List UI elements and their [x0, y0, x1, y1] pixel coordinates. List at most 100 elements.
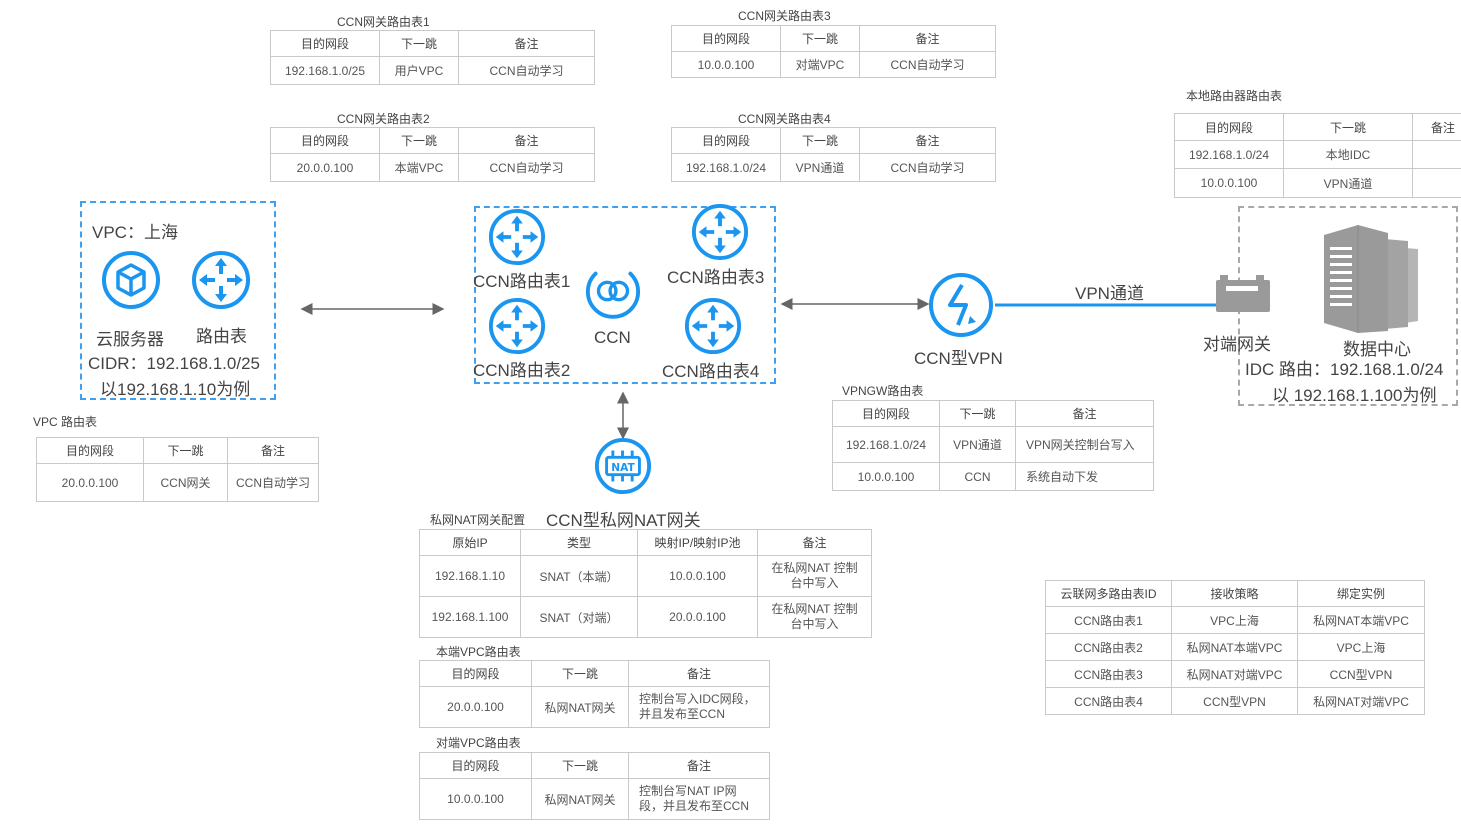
table-cell: 192.168.1.0/25 — [270, 56, 380, 85]
table-cell: 下一跳 — [531, 660, 629, 687]
local-vpc-table-caption: 本端VPC路由表 — [436, 645, 521, 659]
table-cell: 云联网多路由表ID — [1045, 580, 1172, 607]
vpc-table-caption: VPC 路由表 — [33, 415, 98, 429]
ccn-center-label: CCN — [594, 328, 631, 347]
table-cell: 10.0.0.100 — [637, 555, 758, 597]
table-cell: 备注 — [757, 529, 872, 556]
ccn-rt4-label: CCN路由表4 — [662, 362, 760, 381]
table-cell: 20.0.0.100 — [637, 596, 758, 638]
table-cell: 本端VPC — [379, 153, 459, 182]
table-cell: 目的网段 — [270, 127, 380, 154]
table-cell: 20.0.0.100 — [419, 686, 532, 728]
table-cell: 备注 — [1015, 400, 1154, 427]
table-cell: 备注 — [628, 660, 770, 687]
table-cell: VPN通道 — [780, 153, 860, 182]
table-cell: 控制台写入IDC网段， 并且发布至CCN — [628, 686, 770, 728]
server-tower-icon — [1324, 225, 1418, 333]
table-cell: 下一跳 — [379, 127, 459, 154]
table-cell: 对端VPC — [780, 51, 860, 78]
table-cell: 备注 — [859, 25, 996, 52]
table-cell: 下一跳 — [780, 127, 860, 154]
table-cell: 私网NAT对端VPC — [1297, 687, 1425, 715]
table-cell: SNAT（本端） — [520, 555, 638, 597]
table-cell: 本地IDC — [1283, 140, 1413, 169]
table-cell: VPN通道 — [1283, 168, 1413, 198]
ccn-rt2-label: CCN路由表2 — [473, 361, 571, 380]
table-cell: 控制台写NAT IP网 段，并且发布至CCN — [628, 778, 770, 820]
table-cell: 备注 — [227, 437, 319, 464]
local-router-table-caption: 本地路由器路由表 — [1186, 89, 1283, 103]
ccn-table4-caption: CCN网关路由表4 — [738, 112, 831, 126]
vpc-example: 以192.168.1.10为例 — [100, 380, 251, 399]
table-cell: 192.168.1.10 — [419, 555, 521, 597]
router-icon — [192, 251, 250, 309]
table-cell: CCN — [939, 462, 1016, 491]
nat-config-caption: 私网NAT网关配置 — [430, 513, 526, 527]
table-cell: CCN路由表4 — [1045, 687, 1172, 715]
table-cell: VPN通道 — [939, 426, 1016, 463]
table-cell: 目的网段 — [36, 437, 144, 464]
table-cell: 192.168.1.0/24 — [832, 426, 940, 463]
vpn-tunnel-label: VPN通道 — [1075, 284, 1144, 303]
table-cell: 下一跳 — [531, 752, 629, 779]
table-cell: 接收策略 — [1171, 580, 1298, 607]
table-cell: 下一跳 — [143, 437, 228, 464]
table-cell: 私网NAT本端VPC — [1297, 606, 1425, 634]
table-cell: 在私网NAT 控制 台中写入 — [757, 596, 872, 638]
table-cell: 目的网段 — [1174, 113, 1284, 141]
ccn-box — [474, 206, 776, 384]
vpc-shanghai-box — [80, 201, 276, 400]
table-cell: CCN路由表1 — [1045, 606, 1172, 634]
table-cell: 10.0.0.100 — [671, 51, 781, 78]
idc-route: IDC 路由：192.168.1.0/24 — [1245, 360, 1444, 379]
table-cell: 备注 — [458, 30, 595, 57]
table-cell — [1412, 140, 1461, 169]
cloud-server-icon — [102, 251, 160, 309]
router-icon — [691, 203, 749, 261]
table-cell: CCN自动学习 — [458, 56, 595, 85]
table-cell: 备注 — [628, 752, 770, 779]
table-cell: 类型 — [520, 529, 638, 556]
table-cell: 192.168.1.0/24 — [1174, 140, 1284, 169]
table-cell: 192.168.1.100 — [419, 596, 521, 638]
table-cell: VPC上海 — [1171, 606, 1298, 634]
nat-badge-text: NAT — [611, 461, 635, 474]
table-cell: 下一跳 — [780, 25, 860, 52]
table-cell: 备注 — [458, 127, 595, 154]
table-cell: 绑定实例 — [1297, 580, 1425, 607]
ccn-table1-caption: CCN网关路由表1 — [337, 15, 430, 29]
table-cell: 私网NAT网关 — [531, 778, 629, 820]
idc-example: 以 192.168.1.100为例 — [1272, 386, 1437, 405]
table-cell: 在私网NAT 控制 台中写入 — [757, 555, 872, 597]
table-cell: 私网NAT本端VPC — [1171, 633, 1298, 661]
table-cell: 原始IP — [419, 529, 521, 556]
router-icon — [684, 297, 742, 355]
router-icon — [488, 297, 546, 355]
vpn-label: CCN型VPN — [914, 349, 1003, 368]
data-center-label: 数据中心 — [1343, 340, 1411, 359]
ccn-rt3-label: CCN路由表3 — [667, 268, 765, 287]
table-cell: CCN自动学习 — [458, 153, 595, 182]
table-cell: 备注 — [859, 127, 996, 154]
table-cell: 系统自动下发 — [1015, 462, 1154, 491]
table-cell: CCN自动学习 — [859, 51, 996, 78]
ccn-rt1-label: CCN路由表1 — [473, 272, 571, 291]
table-cell: 目的网段 — [832, 400, 940, 427]
table-cell: CCN型VPN — [1297, 660, 1425, 688]
table-cell: CCN网关 — [143, 463, 228, 502]
table-cell: VPC上海 — [1297, 633, 1425, 661]
ccn-table3-caption: CCN网关路由表3 — [738, 9, 831, 23]
table-cell: 目的网段 — [419, 752, 532, 779]
table-cell: CCN自动学习 — [227, 463, 319, 502]
table-cell: 10.0.0.100 — [419, 778, 532, 820]
router-label: 路由表 — [196, 327, 247, 346]
table-cell: 备注 — [1412, 113, 1461, 141]
